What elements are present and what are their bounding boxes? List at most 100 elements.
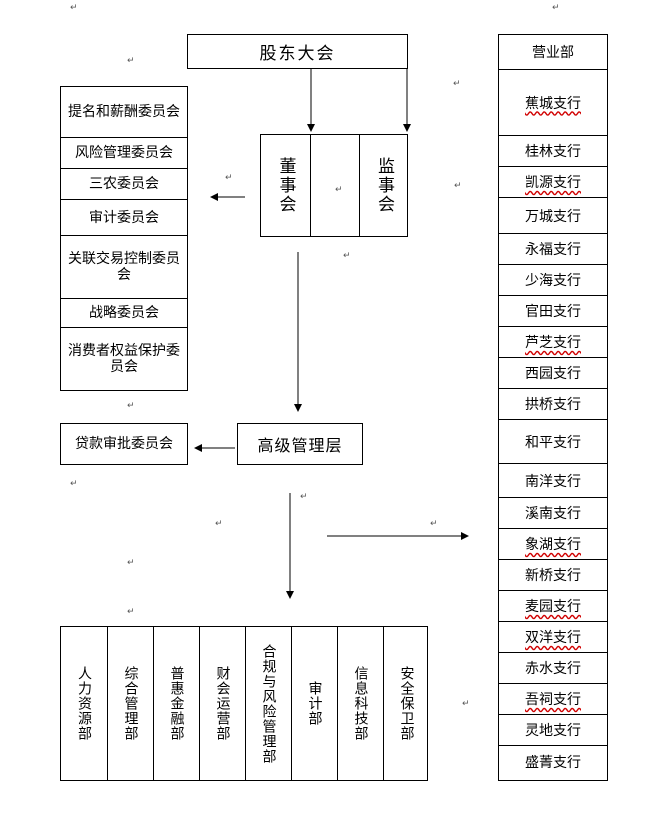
loan-approval-committee-box: 贷款审批委员会	[60, 423, 188, 465]
branch-item: 双洋支行	[499, 621, 607, 652]
branch-label: 吾祠支行	[525, 692, 581, 708]
committee-item: 三农委员会	[61, 168, 187, 199]
paragraph-mark: ↵	[70, 479, 78, 489]
paragraph-mark: ↵	[127, 558, 135, 568]
departments-row: 人力资源部 综合管理部 普惠金融部 财会运营部 合规与风险管理部 审计部 信息科技部 安全保卫…	[60, 626, 428, 781]
board-label: 董事会	[275, 157, 296, 214]
department-item: 财会运营部	[199, 627, 245, 780]
branch-item: 永福支行	[499, 233, 607, 264]
senior-management-box: 高级管理层	[237, 423, 363, 465]
board-of-directors: 董事会	[261, 135, 311, 236]
supervisors-label: 监事会	[374, 157, 394, 214]
committee-item: 风险管理委员会	[61, 137, 187, 168]
branch-item: 营业部	[499, 35, 607, 69]
branch-item: 灵地支行	[499, 714, 607, 745]
branch-label: 象湖支行	[525, 537, 581, 553]
branch-item: 和平支行	[499, 419, 607, 463]
branch-item: 新桥支行	[499, 559, 607, 590]
branch-item: 官田支行	[499, 295, 607, 326]
department-label: 普惠金融部	[168, 666, 185, 741]
branch-item: 麦园支行	[499, 590, 607, 621]
branch-item: 南洋支行	[499, 463, 607, 497]
branch-label: 永福支行	[525, 242, 581, 258]
branch-label: 和平支行	[525, 434, 581, 451]
branch-item: 象湖支行	[499, 528, 607, 559]
committee-item: 关联交易控制委员会	[61, 235, 187, 298]
committee-label: 关联交易控制委员会	[68, 251, 180, 283]
department-item: 普惠金融部	[153, 627, 199, 780]
paragraph-mark: ↵	[454, 181, 462, 191]
branch-item: 赤水支行	[499, 652, 607, 683]
branch-label: 营业部	[532, 45, 574, 61]
board-of-supervisors: 监事会	[359, 135, 408, 236]
branch-label: 凯源支行	[525, 175, 581, 191]
committee-item: 战略委员会	[61, 298, 187, 327]
department-label: 财会运营部	[214, 666, 231, 741]
committee-item: 消费者权益保护委员会	[61, 327, 187, 390]
department-label: 信息科技部	[352, 666, 369, 741]
branch-item: 桂林支行	[499, 135, 607, 166]
department-label: 合规与风险管理部	[260, 643, 277, 764]
branch-label: 溪南支行	[525, 506, 581, 522]
department-label: 安全保卫部	[398, 666, 415, 741]
paragraph-mark: ↵	[70, 3, 78, 13]
senior-management-label: 高级管理层	[257, 436, 343, 455]
shareholders-meeting-box: 股东大会	[187, 34, 408, 69]
branch-item: 盛菁支行	[499, 745, 607, 778]
branch-label: 桂林支行	[525, 144, 581, 160]
loan-approval-committee-label: 贷款审批委员会	[75, 436, 173, 452]
branch-item: 溪南支行	[499, 497, 607, 528]
branch-item: 拱桥支行	[499, 388, 607, 419]
branch-label: 新桥支行	[525, 568, 581, 584]
department-item: 人力资源部	[61, 627, 107, 780]
committee-label: 提名和薪酬委员会	[68, 104, 180, 120]
department-item: 合规与风险管理部	[245, 627, 291, 780]
committee-label: 战略委员会	[89, 305, 159, 321]
branch-label: 灵地支行	[525, 723, 581, 739]
branch-item: 万城支行	[499, 197, 607, 233]
department-label: 审计部	[306, 681, 323, 726]
paragraph-mark: ↵	[453, 79, 461, 89]
paragraph-mark: ↵	[462, 699, 470, 709]
branch-item: 少海支行	[499, 264, 607, 295]
branch-item: 吾祠支行	[499, 683, 607, 714]
branch-item: 蕉城支行	[499, 69, 607, 135]
branch-label: 盛菁支行	[525, 755, 581, 771]
shareholders-meeting-label: 股东大会	[259, 44, 336, 64]
committee-item: 审计委员会	[61, 199, 187, 235]
paragraph-mark: ↵	[343, 251, 351, 261]
department-item: 审计部	[291, 627, 337, 780]
paragraph-mark: ↵	[225, 173, 233, 183]
branch-item: 芦芝支行	[499, 326, 607, 357]
committee-label: 风险管理委员会	[75, 145, 173, 161]
branch-label: 蕉城支行	[525, 95, 581, 112]
paragraph-mark: ↵	[430, 519, 438, 529]
committee-label: 三农委员会	[89, 176, 159, 192]
board-supervisors-box: 董事会 监事会	[260, 134, 408, 237]
committee-item: 提名和薪酬委员会	[61, 87, 187, 137]
committee-label: 审计委员会	[89, 209, 159, 226]
committee-label: 消费者权益保护委员会	[68, 343, 180, 375]
department-item: 安全保卫部	[383, 627, 429, 780]
paragraph-mark: ↵	[300, 492, 308, 502]
committees-column: 提名和薪酬委员会风险管理委员会三农委员会审计委员会关联交易控制委员会战略委员会消…	[60, 86, 188, 391]
department-label: 综合管理部	[122, 666, 139, 741]
paragraph-mark: ↵	[335, 185, 343, 195]
paragraph-mark: ↵	[127, 607, 135, 617]
branch-label: 南洋支行	[525, 473, 581, 490]
paragraph-mark: ↵	[552, 3, 560, 13]
department-item: 综合管理部	[107, 627, 153, 780]
branch-label: 少海支行	[525, 273, 581, 289]
department-item: 信息科技部	[337, 627, 383, 780]
branch-label: 赤水支行	[525, 661, 581, 677]
branches-column: 营业部蕉城支行桂林支行凯源支行万城支行永福支行少海支行官田支行芦芝支行西园支行拱…	[498, 34, 608, 781]
branch-item: 凯源支行	[499, 166, 607, 197]
department-label: 人力资源部	[76, 666, 92, 741]
branch-label: 万城支行	[525, 208, 581, 225]
branch-label: 官田支行	[525, 304, 581, 320]
branch-label: 西园支行	[525, 366, 581, 382]
branch-label: 芦芝支行	[525, 335, 581, 351]
paragraph-mark: ↵	[127, 56, 135, 66]
branch-item: 西园支行	[499, 357, 607, 388]
